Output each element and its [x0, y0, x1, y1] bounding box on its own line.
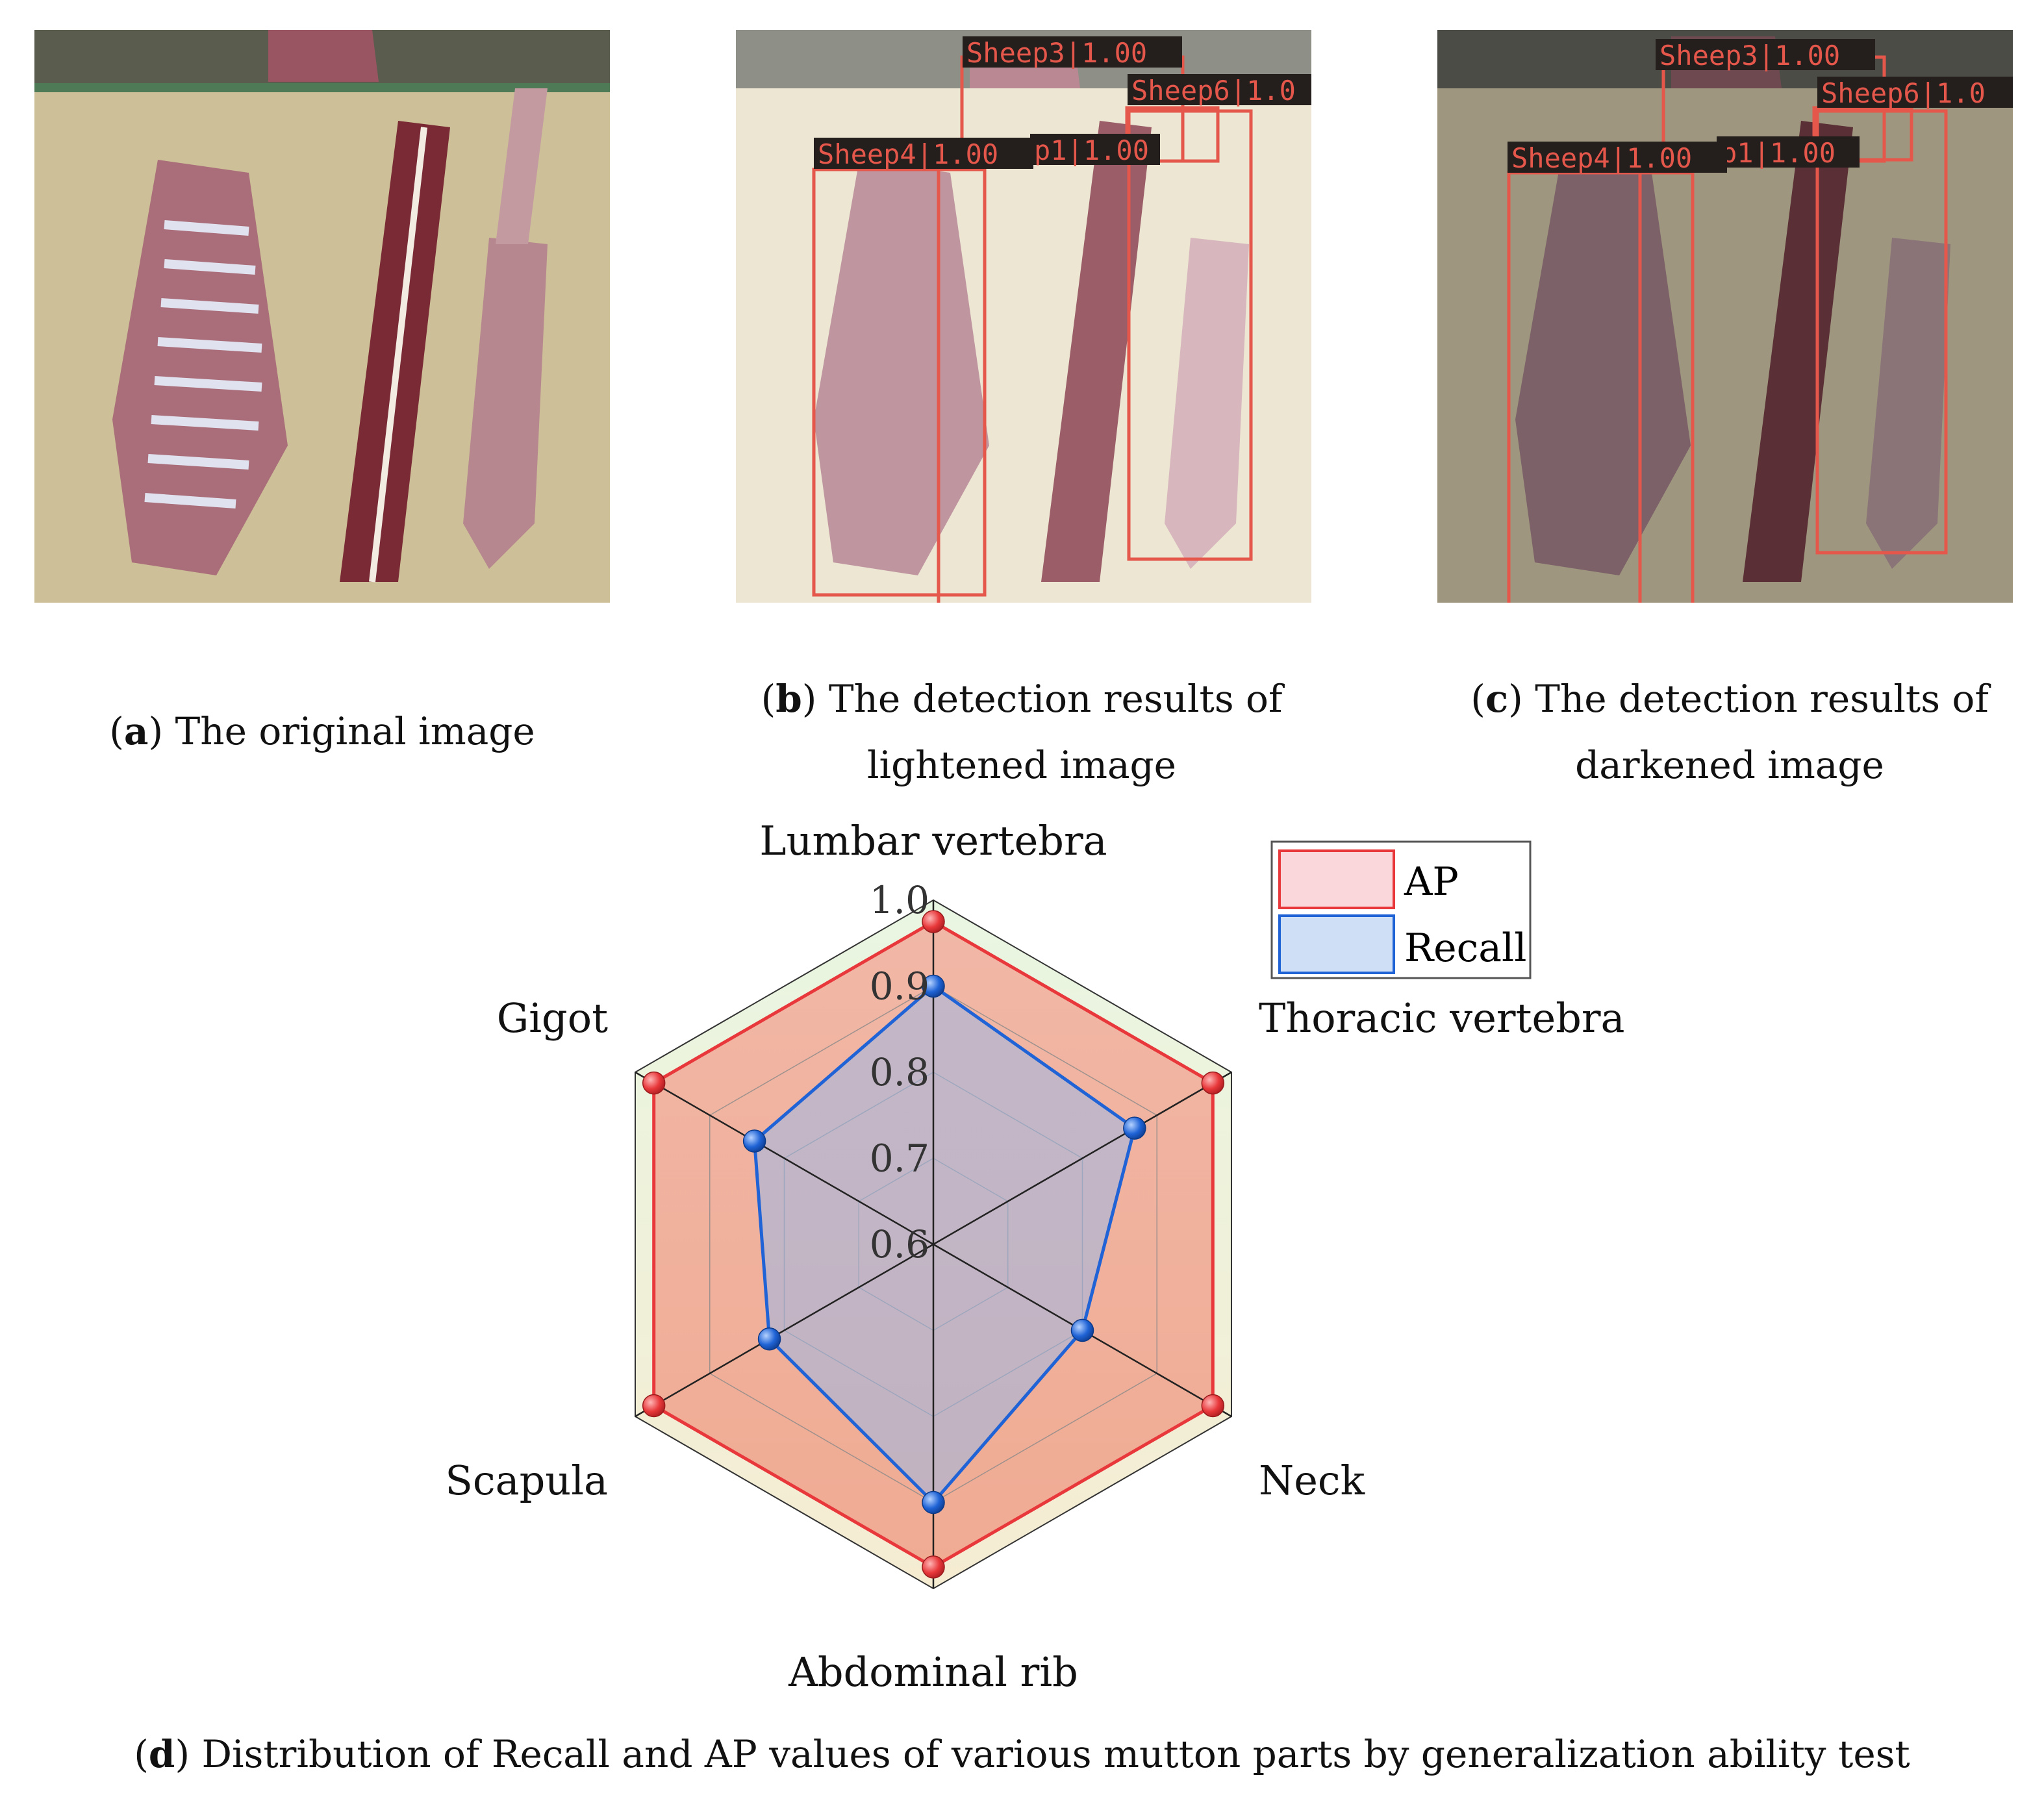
category-label: Gigot: [497, 994, 608, 1042]
recall-point: [922, 1490, 945, 1514]
recall-point: [757, 1327, 781, 1351]
caption-c: (c) The detection results of darkened im…: [1470, 677, 1989, 787]
recall-point: [922, 974, 945, 998]
category-label: Thoracic vertebra: [1259, 994, 1624, 1042]
original-photo: [34, 30, 610, 603]
caption-a: (a) The original image: [109, 709, 535, 753]
box-label: Sheep4|1.00: [818, 138, 998, 170]
legend-swatch-ap: [1278, 849, 1395, 909]
box-label: Sheep3|1.00: [1659, 40, 1840, 71]
category-label: Scapula: [445, 1457, 608, 1504]
series-area-recall: [754, 986, 1135, 1503]
axis-spoke: [635, 1071, 934, 1246]
box-label: Sheep4|1.00: [1511, 142, 1692, 174]
box-label: Sheep6|1.0: [1131, 75, 1296, 107]
legend-label-ap: AP: [1404, 859, 1459, 905]
legend-swatch-recall: [1278, 914, 1395, 974]
radial-tick-label: 0.6: [870, 1222, 929, 1266]
box-label: Sheep3|1.00: [966, 37, 1147, 69]
ap-point: [922, 1555, 945, 1579]
darkened-detection-photo: Sheep3|1.00 Sheep6|1.0 p1|1.00 Sheep4|1.…: [1437, 30, 2013, 603]
lightened-detection-photo: Sheep3|1.00 Sheep6|1.0 p1|1.00 Sheep4|1.…: [736, 30, 1311, 603]
radial-tick-label: 0.9: [870, 964, 929, 1009]
category-label: Lumbar vertebra: [759, 817, 1107, 864]
axis-spoke: [933, 1071, 1232, 1246]
ap-point: [642, 1071, 666, 1095]
caption-b: (b) The detection results of lightened i…: [761, 677, 1283, 787]
box-label: p1|1.00: [1721, 137, 1836, 169]
axis-spoke: [635, 1243, 934, 1418]
ap-point: [1201, 1071, 1225, 1095]
radial-tick-label: 1.0: [870, 878, 929, 922]
legend-label-recall: Recall: [1404, 925, 1526, 971]
category-label: Neck: [1259, 1457, 1365, 1504]
box-label: Sheep6|1.0: [1821, 77, 1986, 109]
caption-d: (d) Distribution of Recall and AP values…: [134, 1732, 1910, 1776]
ap-point: [922, 910, 945, 933]
ap-point: [1201, 1394, 1225, 1418]
ap-point: [642, 1394, 666, 1418]
chart-legend: AP Recall: [1270, 840, 1532, 979]
recall-point: [1123, 1116, 1146, 1140]
radial-tick-label: 0.7: [870, 1137, 929, 1181]
recall-point: [742, 1129, 766, 1153]
box-label: p1|1.00: [1034, 134, 1149, 166]
category-label: Abdominal rib: [788, 1648, 1078, 1696]
radial-tick-label: 0.8: [870, 1050, 929, 1094]
recall-point: [1070, 1318, 1094, 1342]
